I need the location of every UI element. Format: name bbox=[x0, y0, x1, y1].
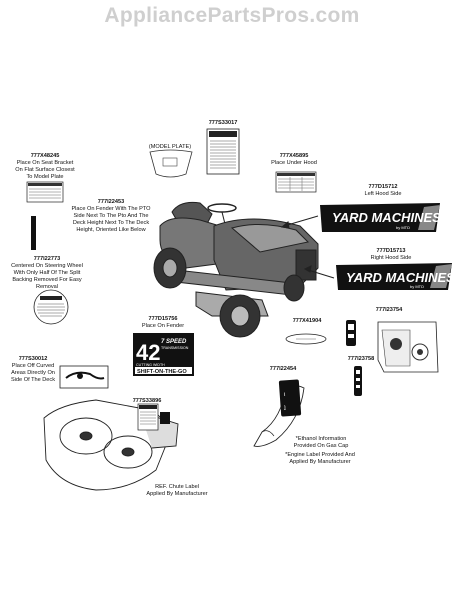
brand-text-right: YARD MACHINES bbox=[346, 270, 455, 285]
hood-table-decal-777X45895 bbox=[275, 171, 317, 193]
oval-decal-777X41904 bbox=[285, 333, 327, 345]
seat-plate-sketch bbox=[149, 149, 193, 178]
part-777I22773: 777I22773 bbox=[33, 256, 61, 262]
part-777D15756: 777D15756 bbox=[148, 316, 178, 322]
part-777X41904: 777X41904 bbox=[292, 318, 322, 324]
decal-777I23758 bbox=[354, 366, 362, 396]
ref-chute-applied: Applied By Manufacturer bbox=[146, 491, 208, 497]
part-777I22773-desc-3: Backing Removed For Easy bbox=[12, 277, 82, 283]
speed-sub: TRANSMISSION bbox=[161, 346, 189, 350]
part-777X48245-desc-3: To Model Plate bbox=[26, 174, 64, 180]
ref-chute-label: REF. Chute Label bbox=[155, 484, 199, 490]
svg-text:ʇ: ʇ bbox=[284, 406, 286, 412]
part-777I22773-desc-4: Removal bbox=[35, 284, 59, 290]
note-engine-label: *Engine Label Provided And bbox=[285, 452, 355, 458]
brand-sub-right: by MTD bbox=[410, 284, 424, 289]
right-hood-decal-777D15713: YARD MACHINES by MTD bbox=[336, 263, 455, 290]
part-777D15713: 777D15713 bbox=[376, 248, 406, 254]
part-777X45895: 777X45895 bbox=[279, 153, 309, 159]
leader-arrows bbox=[280, 215, 335, 279]
brand-text-left: YARD MACHINES bbox=[332, 210, 441, 225]
speed-decal-777D15756: 42 7 SPEED TRANSMISSION CUTTING WIDTH SH… bbox=[133, 333, 194, 376]
cutting-width: CUTTING WIDTH bbox=[136, 363, 165, 367]
decal-777S33896 bbox=[137, 403, 170, 431]
part-777S30012-desc-2: Areas Directly On bbox=[11, 370, 55, 376]
dash-panel-sketch bbox=[377, 321, 439, 373]
note-engine-applied: Applied By Manufacturer bbox=[289, 459, 351, 465]
part-777S30012-desc-3: Side Of The Deck bbox=[10, 377, 56, 383]
svg-text:ι: ι bbox=[284, 392, 286, 398]
part-777I23754: 777I23754 bbox=[375, 307, 403, 313]
note-gas-cap: Provided On Gas Cap bbox=[293, 443, 349, 449]
part-777X48245: 777X48245 bbox=[30, 153, 60, 159]
part-777I22453-desc-2: Side Next To The Pto And The bbox=[73, 213, 149, 219]
part-777I22453: 777I22453 bbox=[97, 199, 125, 205]
speed-title: 7 SPEED bbox=[161, 339, 187, 345]
part-777I22454: 777I22454 bbox=[269, 366, 297, 372]
part-777I23758: 777I23758 bbox=[347, 356, 375, 362]
part-777X48245-desc-1: Place On Seat Bracket bbox=[16, 160, 74, 166]
steering-strip-decal bbox=[31, 216, 36, 250]
part-777D15756-desc: Place On Fender bbox=[141, 323, 185, 329]
round-warning-decal bbox=[33, 289, 69, 325]
part-777S30012: 777S30012 bbox=[18, 356, 48, 362]
deck-decal-777S30012 bbox=[59, 365, 109, 389]
left-hood-decal-777D15712: YARD MACHINES by MTD bbox=[320, 203, 441, 232]
speed-number: 42 bbox=[136, 340, 160, 365]
part-777I22453-desc-1: Place On Fender With The PTO bbox=[71, 206, 151, 212]
warning-decal-777S33017 bbox=[206, 128, 240, 175]
part-777I22773-desc-2: With Only Half Of The Split bbox=[13, 270, 81, 276]
part-777D15712: 777D15712 bbox=[368, 184, 398, 190]
part-777S33896: 777S33896 bbox=[132, 398, 162, 404]
decal-777I23754 bbox=[346, 320, 356, 346]
decal-777I22454: ι ʇ bbox=[278, 379, 302, 417]
part-777S30012-desc-1: Place Off Curved bbox=[11, 363, 55, 369]
part-777S33017: 777S33017 bbox=[208, 120, 238, 126]
part-777I22453-desc-4: Height, Oriented Like Below bbox=[76, 227, 146, 233]
note-ethanol: *Ethanol Information bbox=[295, 436, 347, 442]
part-777D15713-desc: Right Hood Side bbox=[370, 255, 412, 261]
part-777D15712-desc: Left Hood Side bbox=[364, 191, 402, 197]
model-plate-label: (MODEL PLATE) bbox=[148, 144, 192, 150]
shift-on-the-go: SHIFT-ON-THE-GO bbox=[137, 369, 187, 375]
part-777X48245-desc-2: On Flat Surface Closest bbox=[15, 167, 75, 173]
lawn-tractor-illustration bbox=[153, 201, 319, 338]
part-777X45895-desc: Place Under Hood bbox=[271, 160, 317, 166]
watermark: AppliancePartsPros.com bbox=[104, 4, 360, 27]
brand-sub-left: by MTD bbox=[396, 225, 410, 230]
part-777I22453-desc-3: Deck Height Next To The Deck bbox=[72, 220, 150, 226]
part-777I22773-desc-1: Centered On Steering Wheel bbox=[11, 263, 83, 269]
decal-777X48245 bbox=[26, 181, 64, 203]
